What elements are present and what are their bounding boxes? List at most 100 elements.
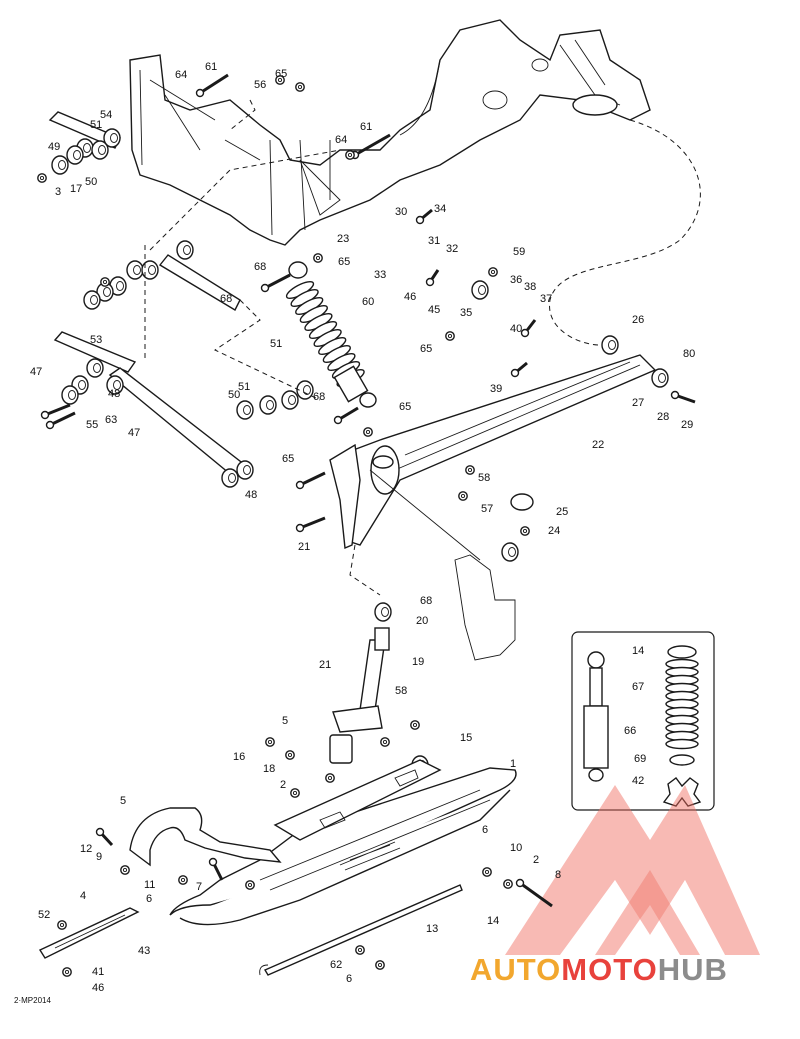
bushing-bore bbox=[243, 465, 251, 475]
callout-label: 32 bbox=[446, 243, 458, 255]
nut-hole bbox=[180, 877, 186, 883]
nut bbox=[290, 788, 300, 798]
callout-label: 46 bbox=[92, 982, 104, 994]
callout-label: 62 bbox=[330, 959, 342, 971]
bolt-head bbox=[40, 410, 50, 420]
nut bbox=[178, 875, 188, 885]
bolt bbox=[49, 411, 76, 427]
nut bbox=[265, 737, 275, 747]
nut-hole bbox=[522, 528, 528, 534]
rubber-cushion-15 bbox=[329, 734, 353, 764]
callout-label: 51 bbox=[270, 338, 282, 350]
callout-label: 65 bbox=[338, 256, 350, 268]
nut-hole bbox=[365, 429, 371, 435]
bushing-bore bbox=[658, 373, 666, 383]
callout-label: 48 bbox=[245, 489, 257, 501]
bushing bbox=[106, 375, 124, 395]
callout-label: 22 bbox=[592, 439, 604, 451]
bushing bbox=[221, 468, 239, 488]
callout-label: 30 bbox=[395, 206, 407, 218]
callout-label: 48 bbox=[108, 388, 120, 400]
callout-label: 20 bbox=[416, 615, 428, 627]
nut bbox=[285, 750, 295, 760]
callout-label: 49 bbox=[48, 141, 60, 153]
nut bbox=[482, 867, 492, 877]
callout-label: 38 bbox=[524, 281, 536, 293]
callout-label: 16 bbox=[233, 751, 245, 763]
bushing-bore bbox=[116, 281, 124, 291]
callout-label: 6 bbox=[482, 824, 488, 836]
callout-label: 45 bbox=[428, 304, 440, 316]
guide-line-4 bbox=[349, 544, 381, 596]
callout-label: 80 bbox=[683, 348, 695, 360]
nut bbox=[363, 427, 373, 437]
nut bbox=[245, 880, 255, 890]
callout-label: 47 bbox=[30, 366, 42, 378]
callout-label: 25 bbox=[556, 506, 568, 518]
callout-label: 65 bbox=[399, 401, 411, 413]
bolt-head bbox=[260, 283, 270, 293]
nut bbox=[295, 82, 305, 92]
bushing-bore bbox=[508, 547, 516, 557]
nut bbox=[355, 945, 365, 955]
callout-label: 55 bbox=[86, 419, 98, 431]
callout-label: 63 bbox=[105, 414, 117, 426]
callout-label: 69 bbox=[634, 753, 646, 765]
bolt-head bbox=[510, 368, 520, 378]
arm-tube-47 bbox=[53, 331, 246, 480]
nut bbox=[445, 331, 455, 341]
nut-hole bbox=[292, 790, 298, 796]
callout-label: 61 bbox=[360, 121, 372, 133]
bolt-head bbox=[670, 390, 680, 400]
bushing bbox=[651, 368, 669, 388]
bushing-bore bbox=[68, 390, 76, 400]
nut bbox=[325, 773, 335, 783]
shock-absorber bbox=[285, 261, 377, 408]
callout-label: 57 bbox=[481, 503, 493, 515]
bushing bbox=[66, 145, 84, 165]
bolt-head bbox=[295, 480, 305, 490]
bolt-head bbox=[520, 328, 530, 338]
callout-label: 40 bbox=[510, 323, 522, 335]
callout-label: 41 bbox=[92, 966, 104, 978]
nut bbox=[62, 967, 72, 977]
callout-label: 4 bbox=[80, 890, 86, 902]
callout-label: 29 bbox=[681, 419, 693, 431]
callout-label: 66 bbox=[624, 725, 636, 737]
nut bbox=[503, 879, 513, 889]
callout-label: 42 bbox=[632, 775, 644, 787]
bushing-bore bbox=[288, 395, 296, 405]
nut-hole bbox=[347, 152, 353, 158]
bushing-bore bbox=[303, 385, 311, 395]
bushing-bore bbox=[478, 285, 486, 295]
nut bbox=[100, 277, 110, 287]
shock-inset bbox=[571, 631, 715, 811]
callout-label: 26 bbox=[632, 314, 644, 326]
bushing-bore bbox=[113, 380, 121, 390]
bolt-head bbox=[45, 420, 55, 430]
callout-label: 8 bbox=[555, 869, 561, 881]
bushing-bore bbox=[93, 363, 101, 373]
nut bbox=[313, 253, 323, 263]
bolt-head bbox=[195, 88, 205, 98]
bracket-ghost bbox=[454, 554, 516, 661]
nut bbox=[375, 960, 385, 970]
bolt bbox=[264, 273, 291, 290]
runner-tip bbox=[259, 964, 269, 976]
guide-line-3 bbox=[213, 299, 321, 401]
callout-label: 67 bbox=[632, 681, 644, 693]
nut bbox=[275, 75, 285, 85]
callout-label: 1 bbox=[510, 758, 516, 770]
callout-label: 7 bbox=[196, 881, 202, 893]
callout-label: 68 bbox=[220, 293, 232, 305]
guide-line-1 bbox=[149, 149, 341, 251]
bushing-bore bbox=[73, 150, 81, 160]
callout-label: 64 bbox=[175, 69, 187, 81]
inset-spring-coil bbox=[665, 738, 699, 750]
callout-label: 21 bbox=[319, 659, 331, 671]
callout-label: 10 bbox=[510, 842, 522, 854]
nut-hole bbox=[315, 255, 321, 261]
bushing bbox=[176, 240, 194, 260]
